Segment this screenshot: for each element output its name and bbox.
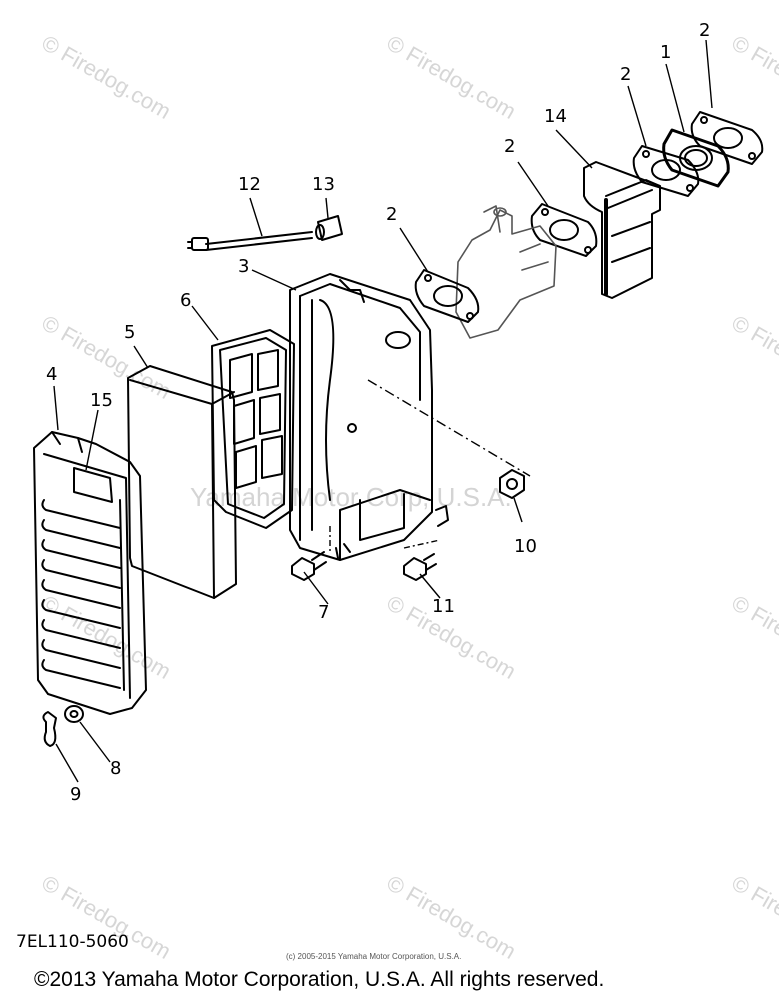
cap-13 bbox=[315, 215, 343, 241]
small-copyright: (c) 2005-2015 Yamaha Motor Corporation, … bbox=[286, 952, 462, 961]
wing-nut-9 bbox=[42, 711, 57, 747]
gasket-2-carb bbox=[530, 203, 598, 257]
heat-insulator-14 bbox=[583, 161, 661, 299]
callout-12: 12 bbox=[238, 174, 261, 195]
bolt-7 bbox=[291, 551, 327, 581]
callout-9: 9 bbox=[70, 784, 82, 805]
air-cleaner-case-3 bbox=[289, 273, 449, 561]
washer-8 bbox=[64, 705, 84, 723]
callout-1: 1 bbox=[660, 42, 672, 63]
carburetor bbox=[455, 205, 557, 339]
stud-pins bbox=[335, 543, 351, 559]
gasket-2-second bbox=[632, 145, 700, 197]
callout-11: 11 bbox=[432, 596, 455, 617]
callout-14: 14 bbox=[544, 106, 567, 127]
nut-10 bbox=[499, 469, 525, 499]
callout-7: 7 bbox=[318, 602, 330, 623]
callout-15: 15 bbox=[90, 390, 113, 411]
cover-4 bbox=[33, 431, 147, 715]
bolt-11 bbox=[403, 553, 437, 581]
callout-3: 3 bbox=[238, 256, 250, 277]
gasket-2-left bbox=[414, 269, 480, 323]
gasket-2-outer bbox=[690, 111, 764, 165]
callout-10: 10 bbox=[514, 536, 537, 557]
callout-6: 6 bbox=[180, 290, 192, 311]
label-plate-15 bbox=[73, 467, 113, 503]
diagram-part-code: 7EL110-5060 bbox=[16, 932, 129, 952]
callout-8: 8 bbox=[110, 758, 122, 779]
callout-5: 5 bbox=[124, 322, 136, 343]
element-holder-6 bbox=[211, 329, 295, 529]
callout-2: 2 bbox=[504, 136, 516, 157]
callout-4: 4 bbox=[46, 364, 58, 385]
callout-2: 2 bbox=[699, 20, 711, 41]
breather-pipe-12 bbox=[187, 231, 313, 251]
element-5 bbox=[127, 365, 237, 599]
callout-2: 2 bbox=[620, 64, 632, 85]
callout-2: 2 bbox=[386, 204, 398, 225]
callout-13: 13 bbox=[312, 174, 335, 195]
copyright-notice: ©2013 Yamaha Motor Corporation, U.S.A. A… bbox=[34, 968, 605, 991]
